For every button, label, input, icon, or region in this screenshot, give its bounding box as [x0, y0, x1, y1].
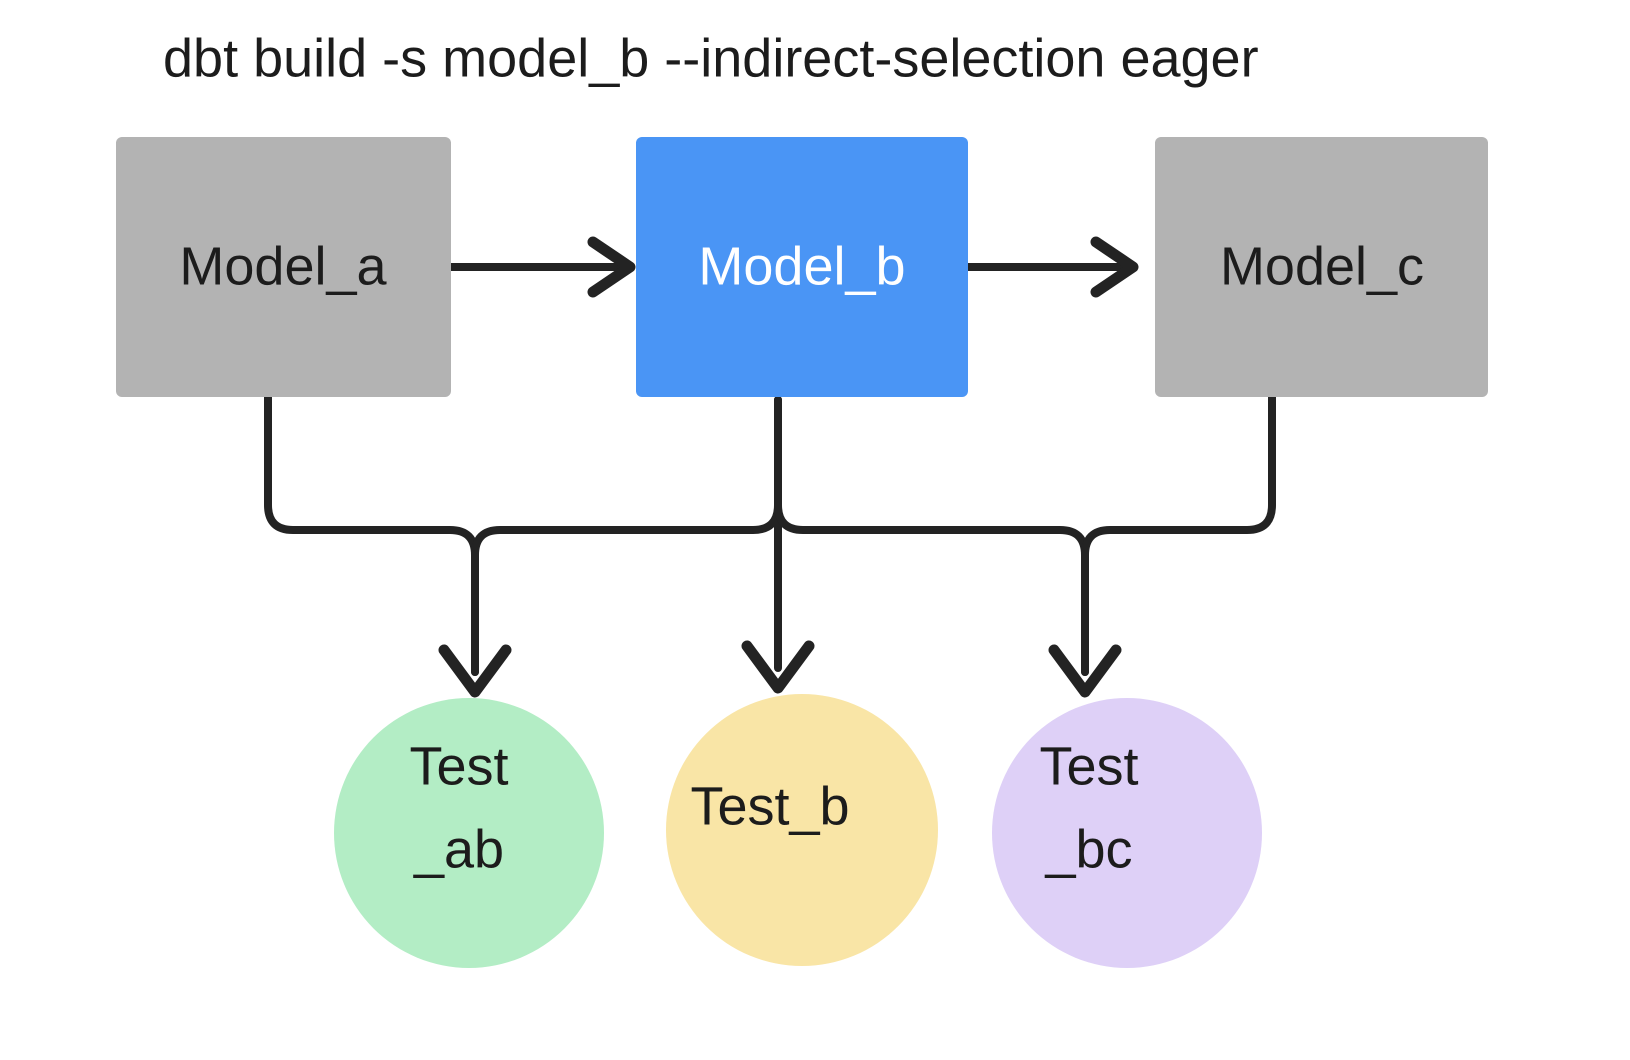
arrowhead-test-ab-icon [438, 644, 512, 698]
node-test-ab-label-line1: Test [409, 736, 508, 796]
arrowhead-model-b-icon [587, 236, 636, 298]
node-model-b-shape[interactable] [636, 137, 968, 397]
node-test-bc-label-line2: _bc [1044, 819, 1132, 879]
node-model-c-label: Model_c [1220, 236, 1424, 296]
node-test-ab-label-line2: _ab [413, 819, 504, 879]
edge-model-b-to-test-ab [471, 396, 782, 676]
node-test-ab[interactable]: Test _ab [334, 698, 604, 968]
node-test-ab-shape[interactable] [334, 698, 604, 968]
node-model-a-label: Model_a [179, 236, 387, 296]
node-model-b[interactable]: Model_b [636, 137, 968, 397]
arrowhead-test-b-icon [741, 640, 815, 694]
node-model-a-shape[interactable] [116, 137, 451, 397]
node-test-b-label: Test_b [690, 776, 849, 836]
node-test-bc-label-line1: Test [1039, 736, 1138, 796]
node-test-b-shape[interactable] [666, 694, 938, 966]
node-test-bc[interactable]: Test _bc [992, 698, 1262, 968]
node-model-c[interactable]: Model_c [1155, 137, 1488, 397]
node-test-b[interactable]: Test_b [666, 694, 938, 966]
node-model-c-shape[interactable] [1155, 137, 1488, 397]
edge-model-a-to-test-ab [264, 393, 479, 676]
page-title: dbt build -s model_b --indirect-selectio… [163, 28, 1259, 88]
arrowhead-model-c-icon [1090, 236, 1139, 298]
node-model-a[interactable]: Model_a [116, 137, 451, 397]
edge-model-b-to-test-bc [774, 396, 1089, 676]
edge-model-c-to-test-bc [1081, 393, 1276, 676]
arrowhead-test-bc-icon [1048, 644, 1122, 698]
node-test-bc-shape[interactable] [992, 698, 1262, 968]
node-model-b-label: Model_b [698, 236, 905, 296]
